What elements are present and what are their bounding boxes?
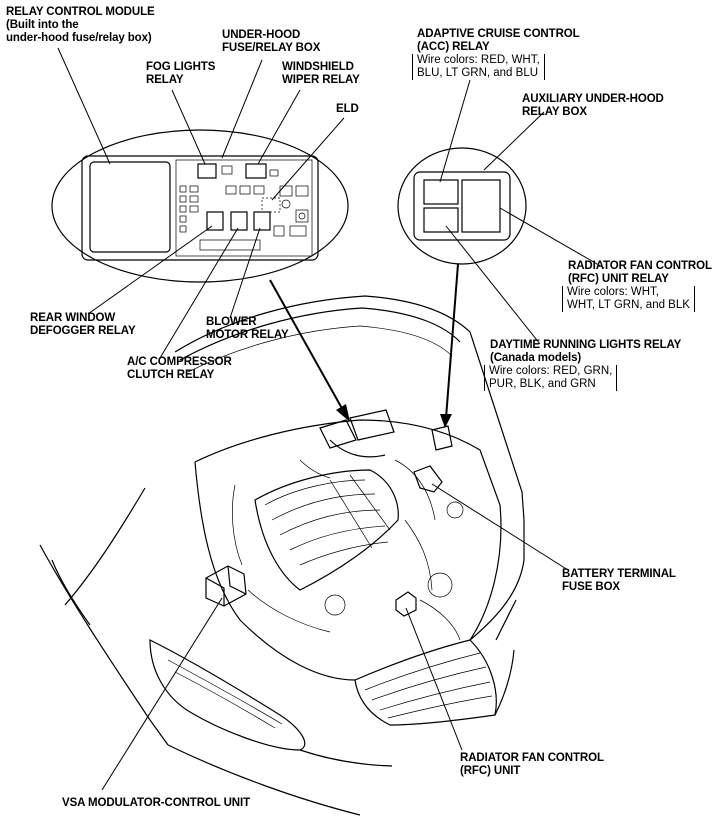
battery-fuse-box-label: BATTERY TERMINAL FUSE BOX	[562, 568, 676, 594]
eld-label: ELD	[336, 103, 359, 116]
relay-control-module-line-1: RELAY CONTROL MODULE	[6, 6, 155, 18]
rear-defogger-relay-line-2: DEFOGGER RELAY	[30, 325, 136, 337]
relay-control-module-label: RELAY CONTROL MODULE (Built into the und…	[6, 6, 155, 45]
rfc-relay-line-1: RADIATOR FAN CONTROL	[568, 260, 712, 272]
acc-wire-colors: Wire colors: RED, WHT, BLU, LT GRN, and …	[412, 54, 545, 80]
vehicle-illustration	[39, 295, 525, 816]
battery-fuse-box-line-1: BATTERY TERMINAL	[562, 568, 676, 580]
fog-lights-relay-line-1: FOG LIGHTS	[146, 61, 216, 73]
rfc-unit-label: RADIATOR FAN CONTROL (RFC) UNIT	[460, 752, 604, 778]
blower-motor-relay-label: BLOWER MOTOR RELAY	[206, 316, 289, 342]
fog-lights-relay-line-2: RELAY	[146, 74, 184, 86]
drl-wire-line-2: PUR, BLK, and GRN	[489, 378, 596, 390]
fog-lights-relay-label: FOG LIGHTS RELAY	[146, 61, 215, 87]
rfc-relay-line-2: (RFC) UNIT RELAY	[568, 273, 669, 285]
acc-relay-line-2: (ACC) RELAY	[417, 41, 490, 53]
acc-wire-line-1: Wire colors: RED, WHT,	[417, 54, 540, 66]
rfc-relay-label: RADIATOR FAN CONTROL (RFC) UNIT RELAY	[568, 260, 712, 286]
blower-motor-relay-line-1: BLOWER	[206, 316, 257, 328]
aux-relay-box-line-1: AUXILIARY UNDER-HOOD	[522, 93, 664, 105]
rear-defogger-relay-label: REAR WINDOW DEFOGGER RELAY	[30, 312, 136, 338]
rfc-unit-line-1: RADIATOR FAN CONTROL	[460, 752, 604, 764]
ac-compressor-relay-line-1: A/C COMPRESSOR	[127, 356, 232, 368]
rfc-wire-line-2: WHT, LT GRN, and BLK	[567, 299, 690, 311]
drl-relay-line-2: (Canada models)	[490, 352, 582, 364]
rfc-wire-colors: Wire colors: WHT, WHT, LT GRN, and BLK	[562, 286, 695, 312]
windshield-wiper-relay-label: WINDSHIELD WIPER RELAY	[282, 61, 360, 87]
acc-wire-line-2: BLU, LT GRN, and BLU	[417, 67, 539, 79]
drl-relay-line-1: DAYTIME RUNNING LIGHTS RELAY	[490, 339, 682, 351]
relay-control-module-line-2: (Built into the	[6, 19, 79, 31]
blower-motor-relay-line-2: MOTOR RELAY	[206, 329, 289, 341]
aux-relay-box-line-2: RELAY BOX	[522, 106, 587, 118]
under-hood-box-line-1: UNDER-HOOD	[222, 29, 301, 41]
ac-compressor-relay-label: A/C COMPRESSOR CLUTCH RELAY	[127, 356, 232, 382]
windshield-wiper-relay-line-2: WIPER RELAY	[282, 74, 360, 86]
drl-wire-line-1: Wire colors: RED, GRN,	[489, 365, 613, 377]
aux-relay-box-detail	[397, 147, 527, 265]
rear-defogger-relay-line-1: REAR WINDOW	[30, 312, 116, 324]
under-hood-box-line-2: FUSE/RELAY BOX	[222, 42, 321, 54]
battery-fuse-box-line-2: FUSE BOX	[562, 581, 620, 593]
leader-lines	[57, 47, 605, 791]
acc-relay-line-1: ADAPTIVE CRUISE CONTROL	[417, 28, 580, 40]
drl-wire-colors: Wire colors: RED, GRN, PUR, BLK, and GRN	[484, 365, 618, 391]
rfc-unit-line-2: (RFC) UNIT	[460, 765, 521, 777]
acc-relay-label: ADAPTIVE CRUISE CONTROL (ACC) RELAY	[417, 28, 580, 54]
windshield-wiper-relay-line-1: WINDSHIELD	[282, 61, 354, 73]
aux-relay-box-label: AUXILIARY UNDER-HOOD RELAY BOX	[522, 93, 664, 119]
vsa-unit-label: VSA MODULATOR-CONTROL UNIT	[62, 797, 250, 810]
drl-relay-label: DAYTIME RUNNING LIGHTS RELAY (Canada mod…	[490, 339, 681, 365]
under-hood-box-label: UNDER-HOOD FUSE/RELAY BOX	[222, 29, 320, 55]
rfc-wire-line-1: Wire colors: WHT,	[567, 286, 659, 298]
vsa-unit-line-1: VSA MODULATOR-CONTROL UNIT	[62, 797, 250, 809]
fuse-box-detail	[51, 129, 349, 283]
ac-compressor-relay-line-2: CLUTCH RELAY	[127, 369, 215, 381]
relay-control-module-line-3: under-hood fuse/relay box)	[6, 32, 152, 44]
eld-line-1: ELD	[336, 103, 359, 115]
